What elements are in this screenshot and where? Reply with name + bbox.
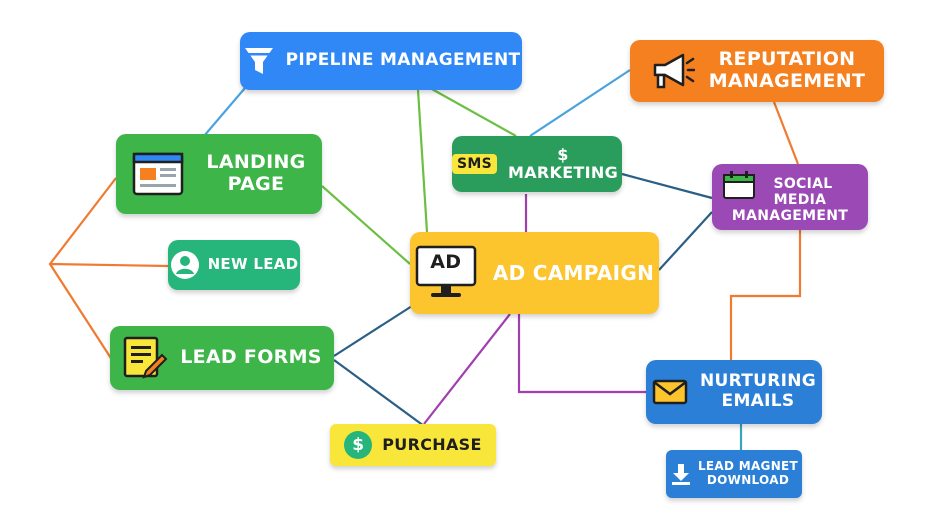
social-media-management-label: SOCIAL MEDIA MANAGEMENT: [731, 175, 849, 225]
reputation-management-node: REPUTATION MANAGEMENT: [630, 40, 884, 102]
sms-marketing-label: $ MARKETING: [507, 144, 619, 182]
monitor-ad-icon: AD: [415, 245, 477, 301]
connector-sms-social: [621, 172, 713, 200]
user-icon: [170, 250, 200, 280]
connector-ad-social: [658, 211, 713, 271]
connector-reputation-sms: [529, 69, 631, 137]
funnel-icon: [242, 44, 276, 78]
connector-left-bracket: [48, 177, 169, 367]
purchase-node: $ PURCHASE: [330, 424, 496, 466]
sms-badge-icon: SMS: [452, 154, 497, 174]
dollar-coin-text: $: [352, 435, 365, 455]
nurturing-emails-label: NURTURING EMAILS: [699, 371, 817, 411]
connector-landing-pipeline: [203, 87, 246, 137]
nurturing-emails-node: NURTURING EMAILS: [646, 360, 822, 424]
connector-ad-purchase: [423, 313, 511, 425]
sms-badge-text: SMS: [457, 156, 492, 172]
connector-leadforms-purchase: [333, 359, 425, 427]
download-icon: [670, 462, 692, 486]
connector-ad-nurturing: [517, 314, 646, 394]
connector-pipeline-sms: [429, 87, 517, 137]
reputation-management-label: REPUTATION MANAGEMENT: [708, 48, 866, 92]
ad-campaign-node: AD AD CAMPAIGN: [410, 232, 659, 314]
connector-reputation-social: [772, 101, 800, 165]
monitor-ad-text: AD: [430, 251, 462, 273]
connector-pipeline-ad: [416, 89, 429, 233]
dollar-coin-icon: $: [344, 431, 373, 459]
ad-campaign-label: AD CAMPAIGN: [492, 260, 655, 285]
new-lead-node: NEW LEAD: [168, 240, 300, 290]
connector-landing-ad: [321, 185, 411, 265]
form-pencil-icon: [122, 335, 168, 381]
connector-social-nurturing: [729, 230, 802, 360]
sms-marketing-node: SMS $ MARKETING: [452, 136, 622, 192]
new-lead-label: NEW LEAD: [207, 255, 299, 274]
pipeline-management-label: PIPELINE MANAGEMENT: [285, 50, 521, 71]
envelope-icon: [652, 379, 688, 405]
lead-magnet-download-node: LEAD MAGNET DOWNLOAD: [666, 450, 802, 498]
connector-leadforms-ad: [333, 305, 413, 357]
purchase-label: PURCHASE: [382, 434, 482, 454]
calendar-icon: [722, 170, 756, 200]
lead-forms-node: LEAD FORMS: [110, 326, 334, 390]
megaphone-icon: [649, 49, 695, 93]
webpage-icon: [132, 152, 184, 196]
pipeline-management-node: PIPELINE MANAGEMENT: [240, 32, 522, 90]
lead-magnet-download-label: LEAD MAGNET DOWNLOAD: [697, 459, 799, 487]
landing-page-node: LANDING PAGE: [116, 134, 322, 214]
social-media-management-node: SOCIAL MEDIA MANAGEMENT: [712, 164, 868, 230]
landing-page-label: LANDING PAGE: [206, 151, 306, 195]
lead-forms-label: LEAD FORMS: [180, 346, 322, 369]
